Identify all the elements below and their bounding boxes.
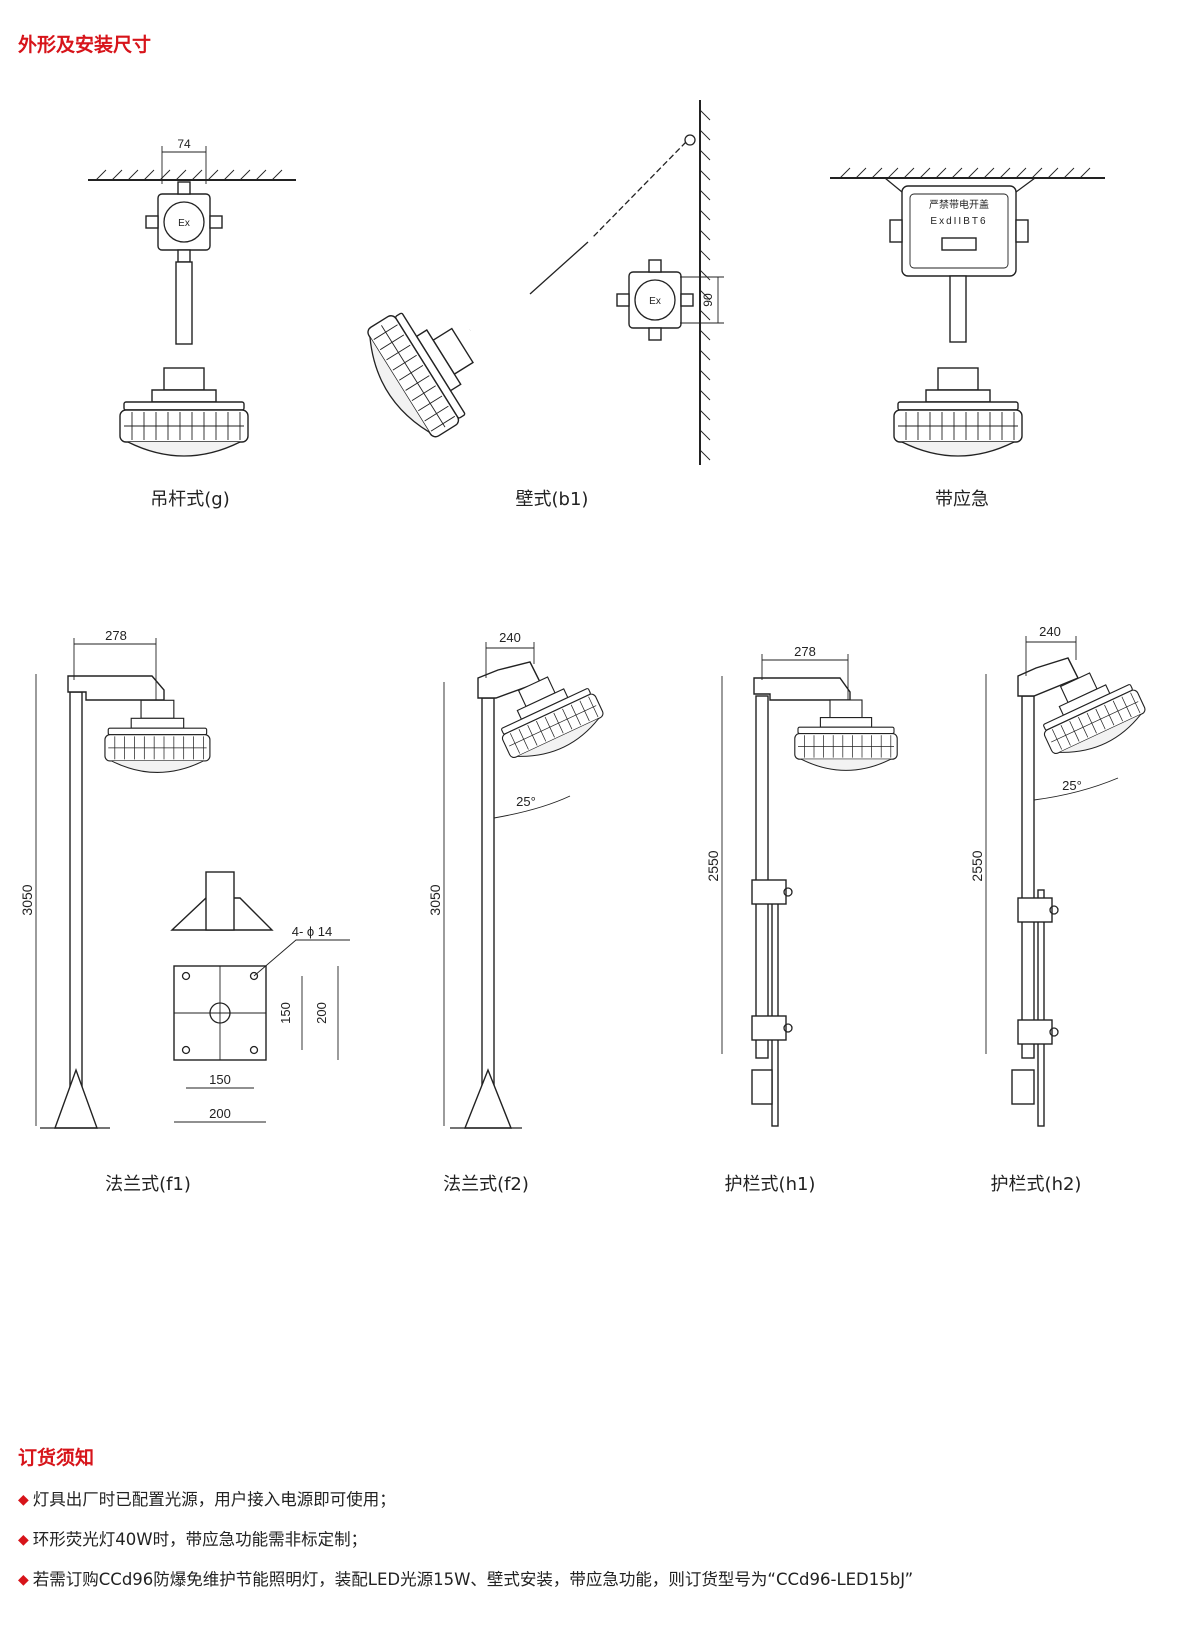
emergency-drawing: 严禁带电开盖 ExdIIBT6: [830, 167, 1105, 457]
note-text: 灯具出厂时已配置光源，用户接入电源即可使用；: [32, 1490, 396, 1509]
dim-plate-inner-h: 150: [209, 1072, 231, 1087]
dim-h2-angle: 25°: [1062, 778, 1082, 793]
dim-holes: 4- ϕ 14: [292, 924, 333, 939]
dim-f2-height: 3050: [427, 884, 443, 915]
caption-flange-f1: 法兰式(f1): [105, 1174, 191, 1195]
note-text: 若需订购CCd96防爆免维护节能照明灯，装配LED光源15W、壁式安装，带应急功…: [32, 1570, 914, 1589]
dim-plate-outer-h: 200: [209, 1106, 231, 1121]
dim-h2-height: 2550: [969, 850, 985, 881]
guardrail-h2-drawing: 240 25° 2550: [969, 624, 1152, 1127]
dim-plate-inner-v: 150: [278, 1002, 293, 1024]
ex-label-b1: Ex: [649, 296, 661, 307]
caption-guardrail-h1: 护栏式(h1): [724, 1174, 816, 1195]
dim-f1-height: 3050: [19, 884, 35, 915]
guardrail-h1-drawing: 278 2550: [705, 644, 898, 1127]
flange-f2-drawing: 240 25° 3050: [427, 630, 610, 1129]
wall-mount-drawing: Ex 90: [353, 100, 724, 465]
dim-g-width: 74: [177, 137, 191, 151]
diamond-bullet-icon: ◆: [18, 1492, 29, 1508]
dim-h1-height: 2550: [705, 850, 721, 881]
ex-label-g: Ex: [178, 218, 190, 229]
dim-f2-arm: 240: [499, 630, 521, 645]
order-notes-list: ◆灯具出厂时已配置光源，用户接入电源即可使用； ◆环形荧光灯40W时，带应急功能…: [18, 1480, 913, 1600]
diamond-bullet-icon: ◆: [18, 1532, 29, 1548]
caption-pendant: 吊杆式(g): [150, 489, 230, 510]
note-item: ◆灯具出厂时已配置光源，用户接入电源即可使用；: [18, 1480, 913, 1520]
caption-wall: 壁式(b1): [515, 489, 589, 510]
note-item: ◆环形荧光灯40W时，带应急功能需非标定制；: [18, 1520, 913, 1560]
dim-plate-outer-v: 200: [314, 1002, 329, 1024]
dim-h1-arm: 278: [794, 644, 816, 659]
pendant-mount-drawing: 74 Ex: [88, 137, 296, 457]
dimensions-section-title: 外形及安装尺寸: [18, 34, 152, 56]
dim-h2-arm: 240: [1039, 624, 1061, 639]
dim-b1-height: 90: [701, 293, 715, 307]
note-text: 环形荧光灯40W时，带应急功能需非标定制；: [32, 1530, 368, 1549]
caption-flange-f2: 法兰式(f2): [443, 1174, 529, 1195]
dim-f1-arm: 278: [105, 628, 127, 643]
note-item: ◆若需订购CCd96防爆免维护节能照明灯，装配LED光源15W、壁式安装，带应急…: [18, 1560, 913, 1600]
flange-f1-drawing: 278 3050 4- ϕ 14 150 200 150 200: [19, 628, 350, 1129]
box-rating-text: ExdIIBT6: [930, 216, 987, 227]
order-section-title: 订货须知: [18, 1447, 95, 1469]
diamond-bullet-icon: ◆: [18, 1572, 29, 1588]
dim-f2-angle: 25°: [516, 794, 536, 809]
caption-emergency: 带应急: [935, 489, 989, 510]
box-warning-text: 严禁带电开盖: [929, 198, 989, 211]
caption-guardrail-h2: 护栏式(h2): [990, 1174, 1082, 1195]
